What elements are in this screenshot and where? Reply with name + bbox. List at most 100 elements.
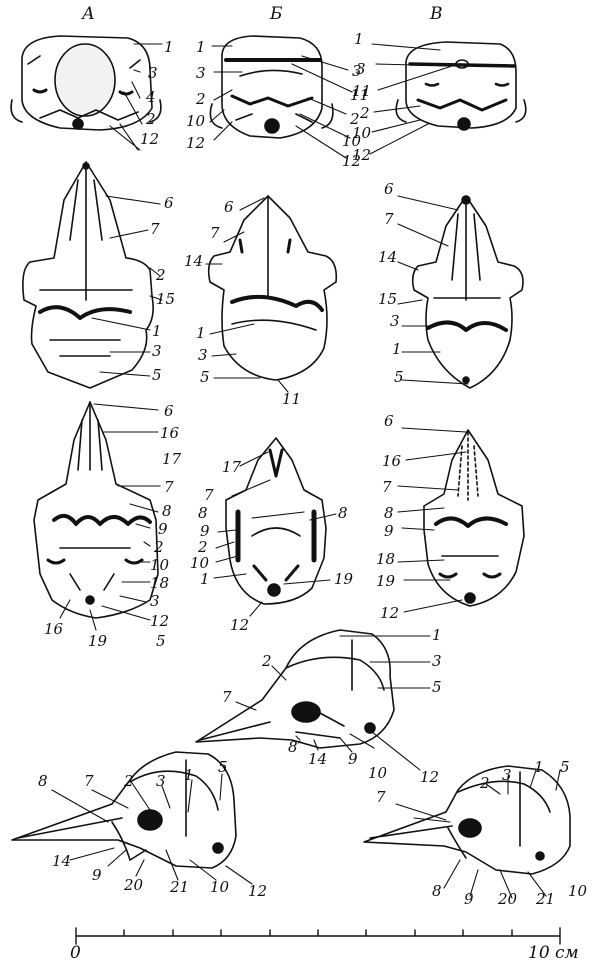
label-a-17: 17 bbox=[162, 452, 181, 467]
label-c-19: 19 bbox=[376, 574, 395, 589]
label-a-16c: 16 bbox=[44, 622, 63, 637]
label-c-12: 12 bbox=[352, 148, 371, 163]
label-a-3c: 3 bbox=[150, 594, 160, 609]
label-a-4: 4 bbox=[146, 90, 156, 105]
column-b-heading: Б bbox=[270, 6, 283, 23]
label-c-5e: 5 bbox=[560, 760, 570, 775]
label-b-14d: 14 bbox=[308, 752, 327, 767]
skull-c-occipital-view bbox=[396, 42, 526, 130]
label-c-8e: 8 bbox=[432, 884, 442, 899]
label-a-12e: 12 bbox=[248, 884, 267, 899]
label-a-8: 8 bbox=[162, 504, 172, 519]
label-b-19: 19 bbox=[334, 572, 353, 587]
label-a-2: 2 bbox=[146, 112, 156, 127]
label-a-8e: 8 bbox=[38, 774, 48, 789]
label-a-7c: 7 bbox=[164, 480, 174, 495]
label-b-1: 1 bbox=[196, 40, 206, 55]
label-c-10: 10 bbox=[352, 126, 371, 141]
label-b-9: 9 bbox=[200, 524, 210, 539]
label-c-12c: 12 bbox=[380, 606, 399, 621]
label-c-7: 7 bbox=[384, 212, 394, 227]
label-c-15: 15 bbox=[378, 292, 397, 307]
label-a-9e: 9 bbox=[92, 868, 102, 883]
label-a-2e: 2 bbox=[124, 774, 134, 789]
label-b-5: 5 bbox=[200, 370, 210, 385]
label-b-8: 8 bbox=[198, 506, 208, 521]
leader-lines bbox=[52, 44, 560, 898]
skull-a-ventral-view bbox=[34, 402, 158, 618]
label-a-9: 9 bbox=[158, 522, 168, 537]
label-b-12: 12 bbox=[186, 136, 205, 151]
label-c-7c: 7 bbox=[382, 480, 392, 495]
label-b-1c: 1 bbox=[200, 572, 210, 587]
label-a-2c: 2 bbox=[154, 540, 164, 555]
label-c-9e: 9 bbox=[464, 892, 474, 907]
label-c-8: 8 bbox=[384, 506, 394, 521]
label-a-16: 16 bbox=[160, 426, 179, 441]
skull-b-occipital-view bbox=[210, 36, 333, 138]
label-b-9d: 9 bbox=[348, 752, 358, 767]
skull-a-dorsal-view bbox=[23, 162, 153, 388]
label-a-20e: 20 bbox=[124, 878, 143, 893]
label-b-8r: 8 bbox=[338, 506, 348, 521]
label-a-18: 18 bbox=[150, 576, 169, 591]
column-c-heading: В bbox=[430, 6, 443, 23]
label-c-3b: 3 bbox=[390, 314, 400, 329]
label-a-6: 6 bbox=[164, 196, 174, 211]
label-b-2d: 2 bbox=[262, 654, 272, 669]
label-a-12: 12 bbox=[140, 132, 159, 147]
label-c-14: 14 bbox=[378, 250, 397, 265]
label-c-1: 1 bbox=[354, 32, 364, 47]
label-c-5: 5 bbox=[394, 370, 404, 385]
label-c-1b: 1 bbox=[392, 342, 402, 357]
label-a-19: 19 bbox=[88, 634, 107, 649]
label-b-3d: 3 bbox=[432, 654, 442, 669]
label-c-16: 16 bbox=[382, 454, 401, 469]
label-a-1: 1 bbox=[164, 40, 174, 55]
label-b-10d: 10 bbox=[368, 766, 387, 781]
skull-c-lateral-view bbox=[364, 766, 570, 874]
label-b-3b: 3 bbox=[198, 348, 208, 363]
label-b-1b: 1 bbox=[196, 326, 206, 341]
label-b-17: 17 bbox=[222, 460, 241, 475]
label-b-14: 14 bbox=[184, 254, 203, 269]
label-b-5d: 5 bbox=[432, 680, 442, 695]
skull-a-occipital-view bbox=[11, 36, 161, 130]
label-b-12c: 12 bbox=[230, 618, 249, 633]
label-c-6: 6 bbox=[384, 182, 394, 197]
skull-b-dorsal-view bbox=[209, 196, 337, 380]
skull-a-lateral-view bbox=[12, 752, 236, 868]
skull-c-dorsal-view bbox=[413, 196, 523, 388]
label-c-7e: 7 bbox=[376, 790, 386, 805]
label-a-21e: 21 bbox=[170, 880, 189, 895]
label-b-7c: 7 bbox=[204, 488, 214, 503]
label-a-14e: 14 bbox=[52, 854, 71, 869]
label-a-12c: 12 bbox=[150, 614, 169, 629]
label-a-7e: 7 bbox=[84, 774, 94, 789]
label-c-18: 18 bbox=[376, 552, 395, 567]
label-c-3: 3 bbox=[356, 62, 366, 77]
scale-start-label: 0 bbox=[70, 946, 81, 961]
label-b-12d: 12 bbox=[420, 770, 439, 785]
label-c-20e: 20 bbox=[498, 892, 517, 907]
label-c-10e: 10 bbox=[568, 884, 587, 899]
label-b-8p: 8′ bbox=[288, 740, 301, 755]
label-c-21e: 21 bbox=[536, 892, 555, 907]
label-b-7: 7 bbox=[210, 226, 220, 241]
label-c-6c: 6 bbox=[384, 414, 394, 429]
label-b-10c: 10 bbox=[190, 556, 209, 571]
scale-bar bbox=[76, 928, 560, 944]
label-b-1d: 1 bbox=[432, 628, 442, 643]
label-c-2e: 2 bbox=[480, 776, 490, 791]
scale-end-label: 10 см bbox=[528, 946, 579, 961]
label-a-5e: 5 bbox=[218, 760, 228, 775]
label-c-1e: 1 bbox=[534, 760, 544, 775]
label-b-10: 10 bbox=[186, 114, 205, 129]
label-b-7d: 7 bbox=[222, 690, 232, 705]
label-b-11b: 11 bbox=[282, 392, 301, 407]
label-a-1e: 1 bbox=[184, 768, 194, 783]
label-a-3e: 3 bbox=[156, 774, 166, 789]
label-a-10c: 10 bbox=[150, 558, 169, 573]
